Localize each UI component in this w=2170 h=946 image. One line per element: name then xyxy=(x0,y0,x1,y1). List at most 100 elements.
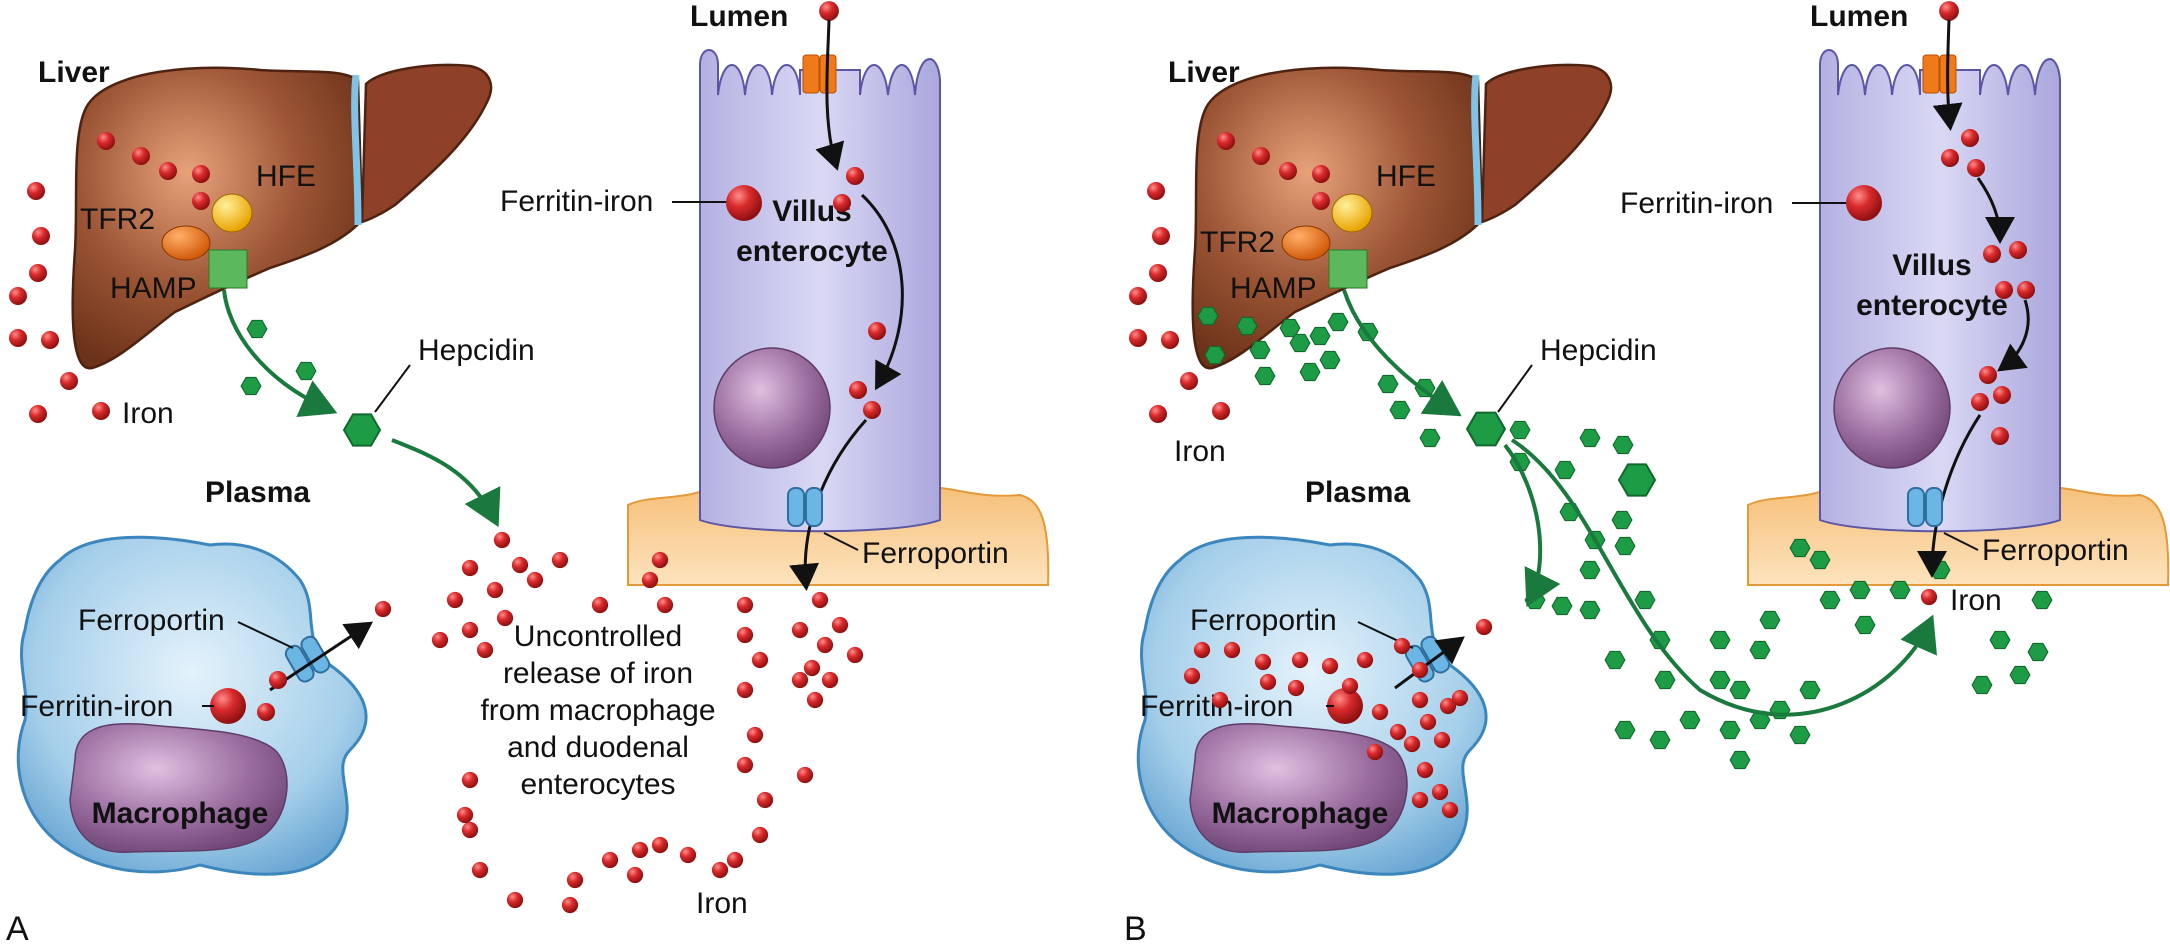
macrophage-iron-dot xyxy=(1451,689,1469,707)
macrophage-iron-dot xyxy=(1183,667,1201,685)
entero-iron-4 xyxy=(849,381,867,399)
hepcidin-to-macrophage-arrow xyxy=(1503,443,1561,608)
liver-label: Liver xyxy=(1168,56,1240,89)
plasma-iron-dot xyxy=(626,866,644,884)
liver-label: Liver xyxy=(38,56,110,89)
hepcidin-hexagon xyxy=(2009,665,2031,685)
entero-iron-3 xyxy=(868,322,886,340)
ferroportin-macrophage-label: Ferroportin xyxy=(78,604,225,637)
hepcidin-hexagon xyxy=(1614,536,1636,556)
hepcidin-hexagon xyxy=(1649,730,1671,750)
iron-uptake-arrow xyxy=(1932,19,1963,131)
hepcidin-hexagon xyxy=(1819,590,1841,610)
hfe-protein xyxy=(1331,193,1373,233)
plasma-iron-exported xyxy=(374,600,392,618)
hepcidin-hexagon xyxy=(1709,630,1731,650)
ferroportin-macrophage-pointer xyxy=(237,621,294,649)
plasma-iron-dot xyxy=(511,556,529,574)
macrophage-label: Macrophage xyxy=(92,797,269,830)
hepcidin-hexagon xyxy=(1614,720,1636,740)
transporter-channel xyxy=(1922,54,1957,94)
hamp-gene xyxy=(1328,249,1368,289)
plasma-iron-dot xyxy=(803,659,821,677)
macrophage-iron-dot xyxy=(1411,661,1429,679)
hamp-to-hepcidin-arrow xyxy=(1342,289,1462,417)
entero-iron-1 xyxy=(846,167,864,185)
plasma-iron-dot xyxy=(811,591,829,609)
plasma-iron-dot xyxy=(821,671,839,689)
hepcidin-hexagon xyxy=(1729,680,1751,700)
hepcidin-hexagon xyxy=(1249,340,1271,360)
hepcidin-hexagon xyxy=(2031,590,2053,610)
hepcidin-hexagon xyxy=(1849,580,1871,600)
hepcidin-hexagon xyxy=(1197,306,1219,326)
panel-b: Liver HFE TFR2 HAMP Iron Hepc xyxy=(1124,0,2170,946)
plasma-iron-dot xyxy=(641,571,659,589)
tfr2-label: TFR2 xyxy=(80,203,155,236)
hepcidin-hexagon xyxy=(1327,312,1349,332)
macrophage-iron-dot xyxy=(1419,713,1437,731)
hfe-label: HFE xyxy=(256,160,316,193)
plasma-iron-dot xyxy=(461,559,479,577)
hepcidin-hexagon xyxy=(1729,750,1751,770)
hepcidin-hexagon xyxy=(1204,345,1226,365)
hepcidin-hexagon xyxy=(1309,326,1331,346)
hepcidin-hexagon xyxy=(1971,675,1993,695)
hepcidin-hexagons xyxy=(240,319,381,447)
plasma-iron-dot xyxy=(526,571,544,589)
macrophage-iron-dot xyxy=(1356,651,1374,669)
hepcidin-hexagon xyxy=(1789,538,1811,558)
entero-iron-5 xyxy=(863,401,881,419)
plasma-iron-dot xyxy=(601,851,619,869)
plasma-iron-dot xyxy=(806,691,824,709)
plasma-iron-dot xyxy=(756,791,774,809)
plasma-iron-dot xyxy=(431,631,449,649)
hepcidin-hexagon xyxy=(1709,670,1731,690)
hepcidin-hexagon xyxy=(1749,640,1771,660)
hepcidin-hexagon xyxy=(1654,670,1676,690)
plasma-iron-dot xyxy=(486,581,504,599)
hepcidin-hexagon xyxy=(1604,650,1626,670)
plasma-iron-dot xyxy=(476,641,494,659)
hepcidin-hexagon xyxy=(1319,350,1341,370)
plasma-iron-dot xyxy=(471,861,489,879)
ferritin-iron-macrophage-label: Ferritin-iron xyxy=(20,690,173,723)
macrophage-iron-dot xyxy=(1341,677,1359,695)
hepcidin-label: Hepcidin xyxy=(418,334,535,367)
falciform-ligament xyxy=(1471,74,1482,226)
lumen-label: Lumen xyxy=(1810,0,1908,33)
tfr2-protein xyxy=(161,225,211,261)
plasma-iron-dot xyxy=(493,531,511,549)
tfr2-protein xyxy=(1281,225,1331,261)
hepcidin-hexagon xyxy=(1789,725,1811,745)
enterocyte-nucleus xyxy=(713,347,831,469)
hepcidin-to-enterocyte-arrow xyxy=(1510,438,1937,717)
macrophage-iron-dot xyxy=(1366,743,1384,761)
hepcidin-hexagon xyxy=(1889,580,1911,600)
hepcidin-hexagon xyxy=(1579,600,1601,620)
entero-iron-2 xyxy=(833,194,851,212)
lumen-label: Lumen xyxy=(690,0,788,33)
enterocyte-label: enterocyte xyxy=(1856,289,2008,322)
macrophage-nucleus xyxy=(1189,723,1408,853)
hepcidin-hexagon xyxy=(1254,366,1276,386)
plasma-iron-dot xyxy=(736,596,754,614)
hepcidin-hexagon xyxy=(1799,680,1821,700)
macrophage-iron-dot xyxy=(1211,691,1229,709)
hepcidin-hexagon xyxy=(1809,550,1831,570)
plasma-iron-dot xyxy=(461,621,479,639)
plasma-iron-dot xyxy=(679,846,697,864)
plasma-iron-dot xyxy=(736,681,754,699)
ferroportin-enterocyte-label: Ferroportin xyxy=(862,537,1009,570)
plasma-iron-exported xyxy=(1475,618,1493,636)
ferritin-iron-enterocyte xyxy=(726,185,762,221)
hepcidin-hexagon xyxy=(1611,510,1633,530)
ferritin-iron-enterocyte-label: Ferritin-iron xyxy=(1620,187,1773,220)
hepcidin-pointer-line xyxy=(1497,364,1533,413)
svg-text:Uncontrolled: Uncontrolled xyxy=(514,620,682,653)
hepcidin-hexagon xyxy=(1551,596,1573,616)
hepcidin-hexagon xyxy=(1236,316,1258,336)
ferroportin-macrophage-label: Ferroportin xyxy=(1190,604,1337,637)
macrophage-label: Macrophage xyxy=(1212,797,1389,830)
plasma-label: Plasma xyxy=(205,476,310,509)
